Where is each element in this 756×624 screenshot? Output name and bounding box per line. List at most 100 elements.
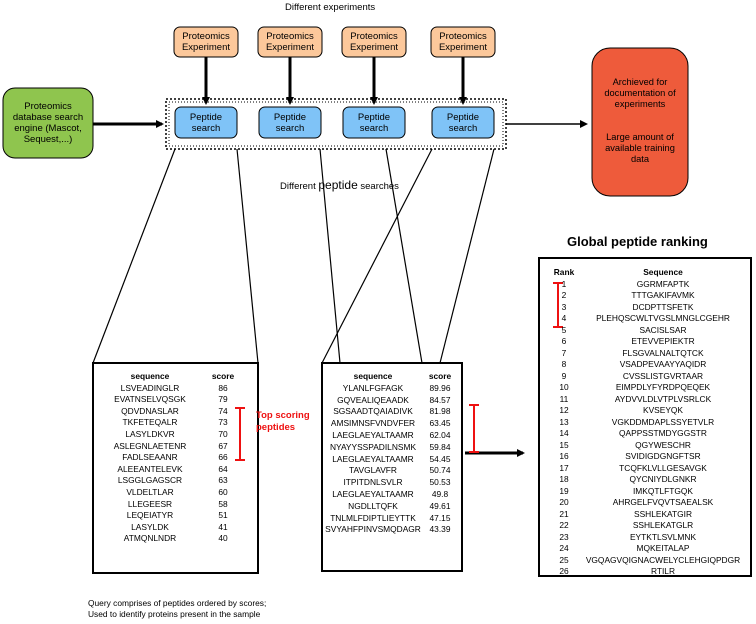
table3-cell: 11	[559, 393, 569, 404]
different-searches-prefix: Different	[280, 181, 319, 192]
table1-header-1: sequence	[130, 371, 170, 381]
search-label-2: Peptide search	[273, 111, 307, 134]
table1-cell: 86	[218, 382, 228, 393]
table3-cell: KVSEYQK	[642, 405, 684, 415]
archive-text-2: Large amount of available training data	[605, 131, 675, 164]
table3-cell: RTILR	[650, 566, 676, 576]
experiment-label-3: Proteomics Experiment	[349, 31, 399, 53]
table2-cell: LAEGLAEYALTAAMR	[332, 453, 414, 464]
footnote-line-1: Query comprises of peptides ordered by s…	[88, 598, 267, 608]
table2-cell: AMSIMNSFVNDVFER	[330, 418, 416, 429]
table2-cell: LAEGLAEYALTAAMR	[332, 489, 414, 499]
table3-cell: PLEHQSCWLTVGSLMNGLCGEHR	[596, 313, 730, 323]
table2-cell: 49.8	[431, 489, 449, 499]
table2-cell: GQVEALIQEAADK	[337, 394, 409, 405]
table3-cell: 10	[559, 382, 569, 392]
table3-cell: AHRGELFVQVTSAEALSK	[612, 497, 714, 507]
table3-cell: EIMPDLYFYRDPQEQEK	[615, 382, 711, 392]
table2-cell: 89.96	[429, 382, 451, 393]
table3-cell: 26	[559, 566, 569, 576]
table3-cell: QAPPSSTMDYGGSTR	[619, 428, 707, 438]
table3-frame	[538, 257, 752, 577]
funnel-line-1	[92, 148, 176, 364]
table3-cell: FLSGVALNALTQTCK	[622, 347, 704, 358]
table3-cell: 2	[561, 290, 567, 300]
table2-cell: 50.53	[429, 477, 451, 488]
engine-label: Proteomics database search engine (Masco…	[12, 101, 84, 145]
table1-cell: 70	[218, 429, 228, 439]
table3-cell: 25	[559, 554, 569, 565]
table2-cell: 54.45	[429, 453, 451, 464]
funnel-line-3	[319, 148, 341, 364]
table3-cell: GGRMFAPTK	[636, 278, 690, 289]
different-searches-emph: peptide	[318, 178, 358, 192]
table3-cell: 20	[559, 497, 569, 507]
table2-header-2: score	[428, 371, 452, 381]
table3-cell: 6	[561, 336, 567, 346]
table3-cell: 3	[561, 301, 567, 312]
table3-cell: 9	[561, 370, 567, 381]
table2-cell: 81.98	[429, 406, 451, 417]
table3-cell: 17	[559, 462, 569, 473]
table3-header-2: Sequence	[643, 267, 683, 277]
table3-cell: 23	[559, 531, 569, 542]
table3-cell: SACISLSAR	[639, 324, 687, 335]
table1-cell: LSVEADINGLR	[120, 382, 180, 393]
different-searches-label: Different peptide searches	[280, 178, 399, 192]
table2-cell: TNLMLFDIPTLIEYTTK	[330, 512, 416, 523]
table1-cell: 51	[218, 510, 228, 521]
table3-cell: 24	[559, 543, 569, 553]
table2-cell: YLANLFGFAGK	[342, 382, 404, 393]
table3-cell: 21	[559, 508, 569, 519]
table1-cell: FADLSEAANR	[122, 452, 178, 463]
table1-cell: 79	[218, 394, 228, 405]
table3-cell: 4	[561, 313, 567, 323]
table2-cell: SVYAHFPINVSMQDAGR	[325, 524, 421, 535]
footnote-line-2: Used to identify proteins present in the…	[88, 609, 261, 619]
table3-cell: MQKEITALAP	[636, 543, 690, 553]
experiment-label-1: Proteomics Experiment	[181, 31, 231, 53]
table3-cell: VGQAGVQIGNACWELYCLEHGIQPDGR	[585, 554, 741, 565]
table2-cell: 47.15	[429, 512, 451, 523]
table1-frame	[92, 362, 259, 574]
table3-cell: SVIDIGDGNGFTSR	[625, 451, 701, 461]
table1-cell: TKFETEQALR	[122, 417, 178, 428]
table3-cell: ETEVVEPIEKTR	[631, 336, 695, 346]
search-label-4: Peptide search	[446, 111, 480, 134]
table1-cell: ATMQNLNDR	[123, 533, 177, 544]
table3-cell: 16	[559, 451, 569, 461]
table2-cell: 84.57	[429, 394, 451, 405]
table3-cell: QGYWESCHR	[635, 439, 691, 450]
funnel-line-6	[321, 148, 433, 364]
table3-cell: 13	[559, 416, 569, 427]
table2-cell: NGDLLTQFK	[348, 500, 398, 511]
funnel-line-2	[236, 148, 259, 364]
table2-cell: 43.39	[429, 524, 451, 535]
table2-cell: 50.74	[429, 465, 451, 476]
different-experiments-label: Different experiments	[285, 2, 376, 13]
table1-cell: LASYLDKVR	[125, 429, 175, 439]
table2-cell: TAVGLAVFR	[349, 465, 397, 476]
search-box-3	[342, 106, 406, 139]
table1-cell: LSGGLGAGSCR	[117, 475, 183, 486]
table3-cell: TTTGAKIFAVMK	[631, 290, 695, 300]
table3-cell: 8	[561, 359, 567, 369]
table1-cell: 66	[218, 452, 228, 463]
highlight-bracket-1	[235, 407, 245, 461]
table2-cell: 63.45	[429, 418, 451, 429]
table1-cell: 40	[218, 533, 228, 544]
table1-cell: QDVDNASLAR	[121, 405, 179, 416]
table2-cell: ITPITDNLSVLR	[343, 477, 403, 488]
table3-cell: SSHLEKATGIR	[633, 508, 693, 519]
table3-cell: IMKQTLFTGQK	[632, 485, 694, 496]
table2-cell: NYAYYSSPADILNSMK	[329, 441, 417, 452]
table1-cell: 63	[218, 475, 228, 486]
table3-cell: EYTKTLSVLMNK	[629, 531, 697, 542]
table1-cell: EVATNSELVQSGK	[114, 394, 186, 405]
table3-cell: 12	[559, 405, 569, 415]
table1-cell: 58	[218, 498, 228, 509]
experiment-label-2: Proteomics Experiment	[265, 31, 315, 53]
table3-cell: 1	[561, 278, 567, 289]
